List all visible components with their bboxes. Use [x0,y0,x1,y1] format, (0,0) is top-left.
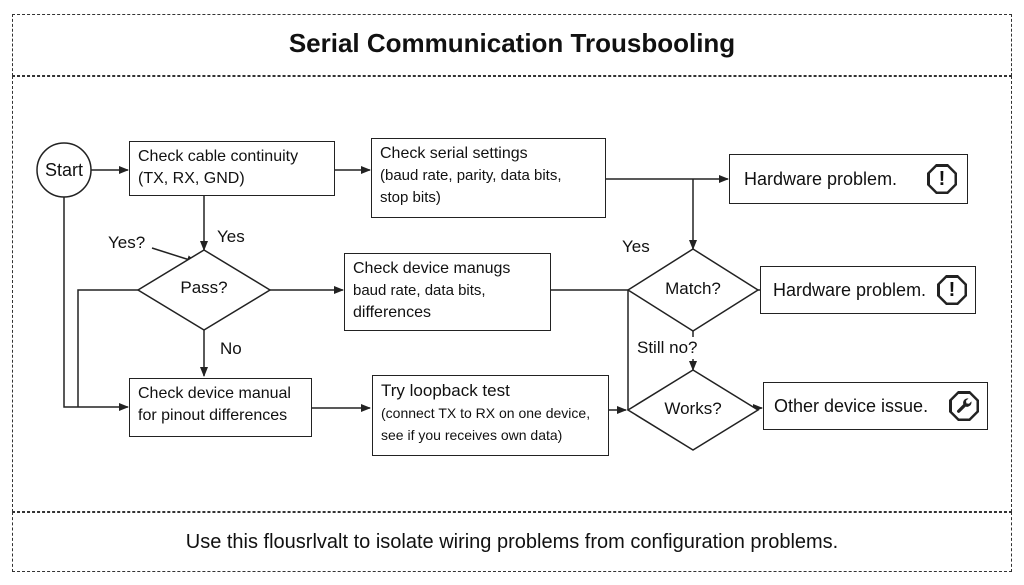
page-title: Serial Communication Trousbooling [288,28,736,58]
check-settings-box: Check serial settings (baud rate, parity… [371,138,606,218]
hardware-problem-label-2: Hardware problem. [773,279,927,300]
check-manugs-line1: Check device manugs [353,260,511,277]
title-frame [12,14,1012,76]
edge-label-yes-q: Yes? [108,233,146,252]
hardware-problem-box-2: Hardware problem. ! [760,266,976,314]
start-node-shape [36,142,92,198]
diagram-frame [12,76,1012,512]
edge-label-yes: Yes [217,227,245,246]
works-diamond [626,369,760,451]
check-manual-line2: for pinout differences [138,407,288,424]
wrench-icon [949,391,979,421]
check-settings-line3: stop bits) [380,189,441,206]
check-cable-box: Check cable continuity (TX, RX, GND) [129,141,335,196]
other-device-issue-box: Other device issue. [763,382,988,430]
warning-icon: ! [927,164,957,194]
hardware-problem-label-1: Hardware problem. [744,168,898,189]
check-manugs-line3: differences [353,304,431,321]
check-manual-box: Check device manual for pinout differenc… [129,378,312,437]
loopback-line3: see if you receives own data) [381,427,563,443]
check-manugs-line2: baud rate, data bits, [353,282,486,299]
edge-pass-loop [77,289,138,407]
loopback-box: Try loopback test (connect TX to RX on o… [372,375,609,456]
hardware-problem-box-1: Hardware problem. ! [729,154,968,204]
footer-caption: Use this flousrlvalt to isolate wiring p… [185,531,839,553]
check-manual-line1: Check device manual [138,385,291,402]
loopback-line2: (connect TX to RX on one device, [381,405,591,421]
other-device-issue-label: Other device issue. [774,395,929,416]
start-node: Start [44,160,83,180]
edge-start-manual [63,197,129,411]
check-settings-line1: Check serial settings [380,145,528,162]
check-settings-line2: (baud rate, parity, data bits, [380,167,562,184]
match-diamond [626,248,760,332]
check-manugs-box: Check device manugs baud rate, data bits… [344,253,551,331]
edge-label-still-no: Still no? [637,337,698,359]
edge-label-no: No [220,339,242,358]
footer-frame [12,512,1012,572]
works-label: Works? [664,399,722,418]
check-cable-line1: Check cable continuity [138,148,299,165]
check-cable-line2: (TX, RX, GND) [138,170,245,187]
loopback-line1: Try loopback test [381,381,510,400]
match-label: Match? [665,279,721,298]
pass-diamond [136,249,272,331]
edge-label-yes-match: Yes [622,237,650,256]
pass-label: Pass? [180,278,228,297]
warning-icon: ! [937,275,967,305]
